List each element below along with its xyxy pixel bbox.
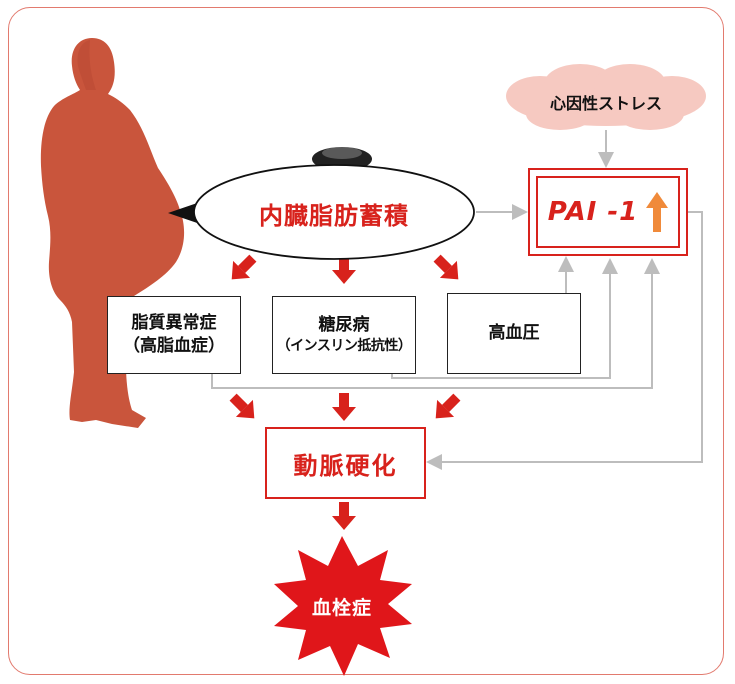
diabetes-line1: 糖尿病 [318,315,370,336]
atherosclerosis-box: 動脈硬化 [265,427,426,499]
visceral-fat-label: 内臓脂肪蓄積 [259,202,409,230]
red-arrows [229,254,461,530]
pai1-inner-box: PAI -1 [536,176,680,248]
dyslipidemia-line2: （高脂血症） [123,336,225,356]
pai1-box: PAI -1 [528,168,688,256]
up-arrow-icon [646,192,669,232]
thrombosis-label: 血栓症 [311,597,372,619]
stress-label: 心因性ストレス [549,94,662,113]
pai1-label: PAI -1 [547,197,639,227]
hypertension-box: 高血圧 [447,293,581,374]
diabetes-box: 糖尿病 （インスリン抵抗性） [272,296,416,374]
atherosclerosis-label: 動脈硬化 [293,451,398,480]
diagram-frame [8,7,724,675]
dyslipidemia-box: 脂質異常症 （高脂血症） [107,296,241,374]
dyslipidemia-line1: 脂質異常症 [131,313,217,334]
hypertension-label: 高血圧 [488,323,540,344]
diabetes-line2: （インスリン抵抗性） [276,338,412,355]
